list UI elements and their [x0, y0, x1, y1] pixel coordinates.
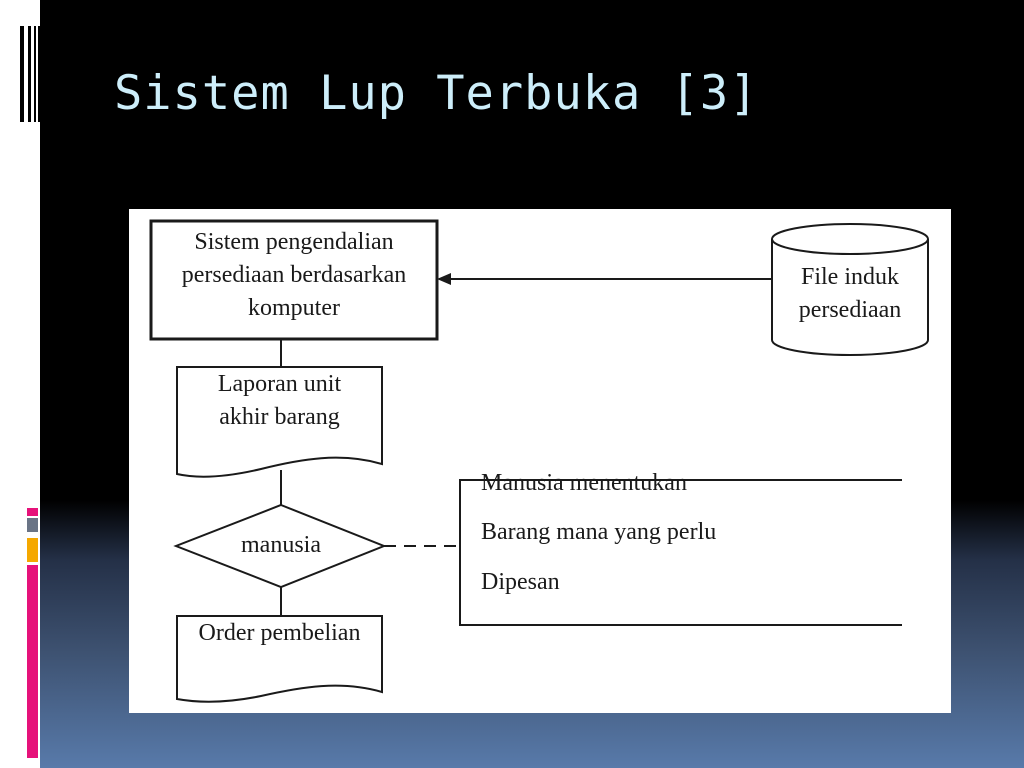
database-line: File induk	[800, 264, 899, 290]
database-label: File induk persediaan	[772, 261, 928, 327]
process-box	[149, 219, 439, 341]
decision-label: manusia	[241, 532, 321, 558]
order-document-label: Order pembelian	[198, 620, 361, 646]
flowchart-diagram: Sistem pengendalian persediaan berdasark…	[129, 209, 951, 713]
database-cylinder-top	[771, 223, 929, 255]
process-box-line: persediaan berdasarkan	[181, 262, 407, 288]
report-document-line: akhir barang	[219, 404, 340, 430]
annotation-line: Dipesan	[481, 569, 560, 595]
report-document-shape	[176, 366, 383, 478]
order-document-shape	[176, 615, 383, 703]
vertical-bars-icon	[20, 26, 40, 122]
database-line: persediaan	[798, 297, 902, 323]
process-box-line: komputer	[248, 295, 340, 321]
accent-bars-decoration	[27, 508, 38, 758]
process-box-line: Sistem pengendalian	[194, 229, 394, 255]
report-document-line: Laporan unit	[217, 371, 342, 397]
report-document-label: Laporan unit akhir barang	[177, 368, 382, 434]
annotation-bracket	[459, 479, 902, 626]
database-cylinder-body	[771, 239, 929, 356]
annotation-line: Barang mana yang perlu	[481, 519, 717, 545]
flowchart-shapes	[149, 219, 929, 703]
slide-title: Sistem Lup Terbuka [3]	[114, 66, 759, 121]
process-box-label: Sistem pengendalian persediaan berdasark…	[151, 226, 437, 325]
annotation-line: Manusia menentukan	[481, 470, 687, 496]
